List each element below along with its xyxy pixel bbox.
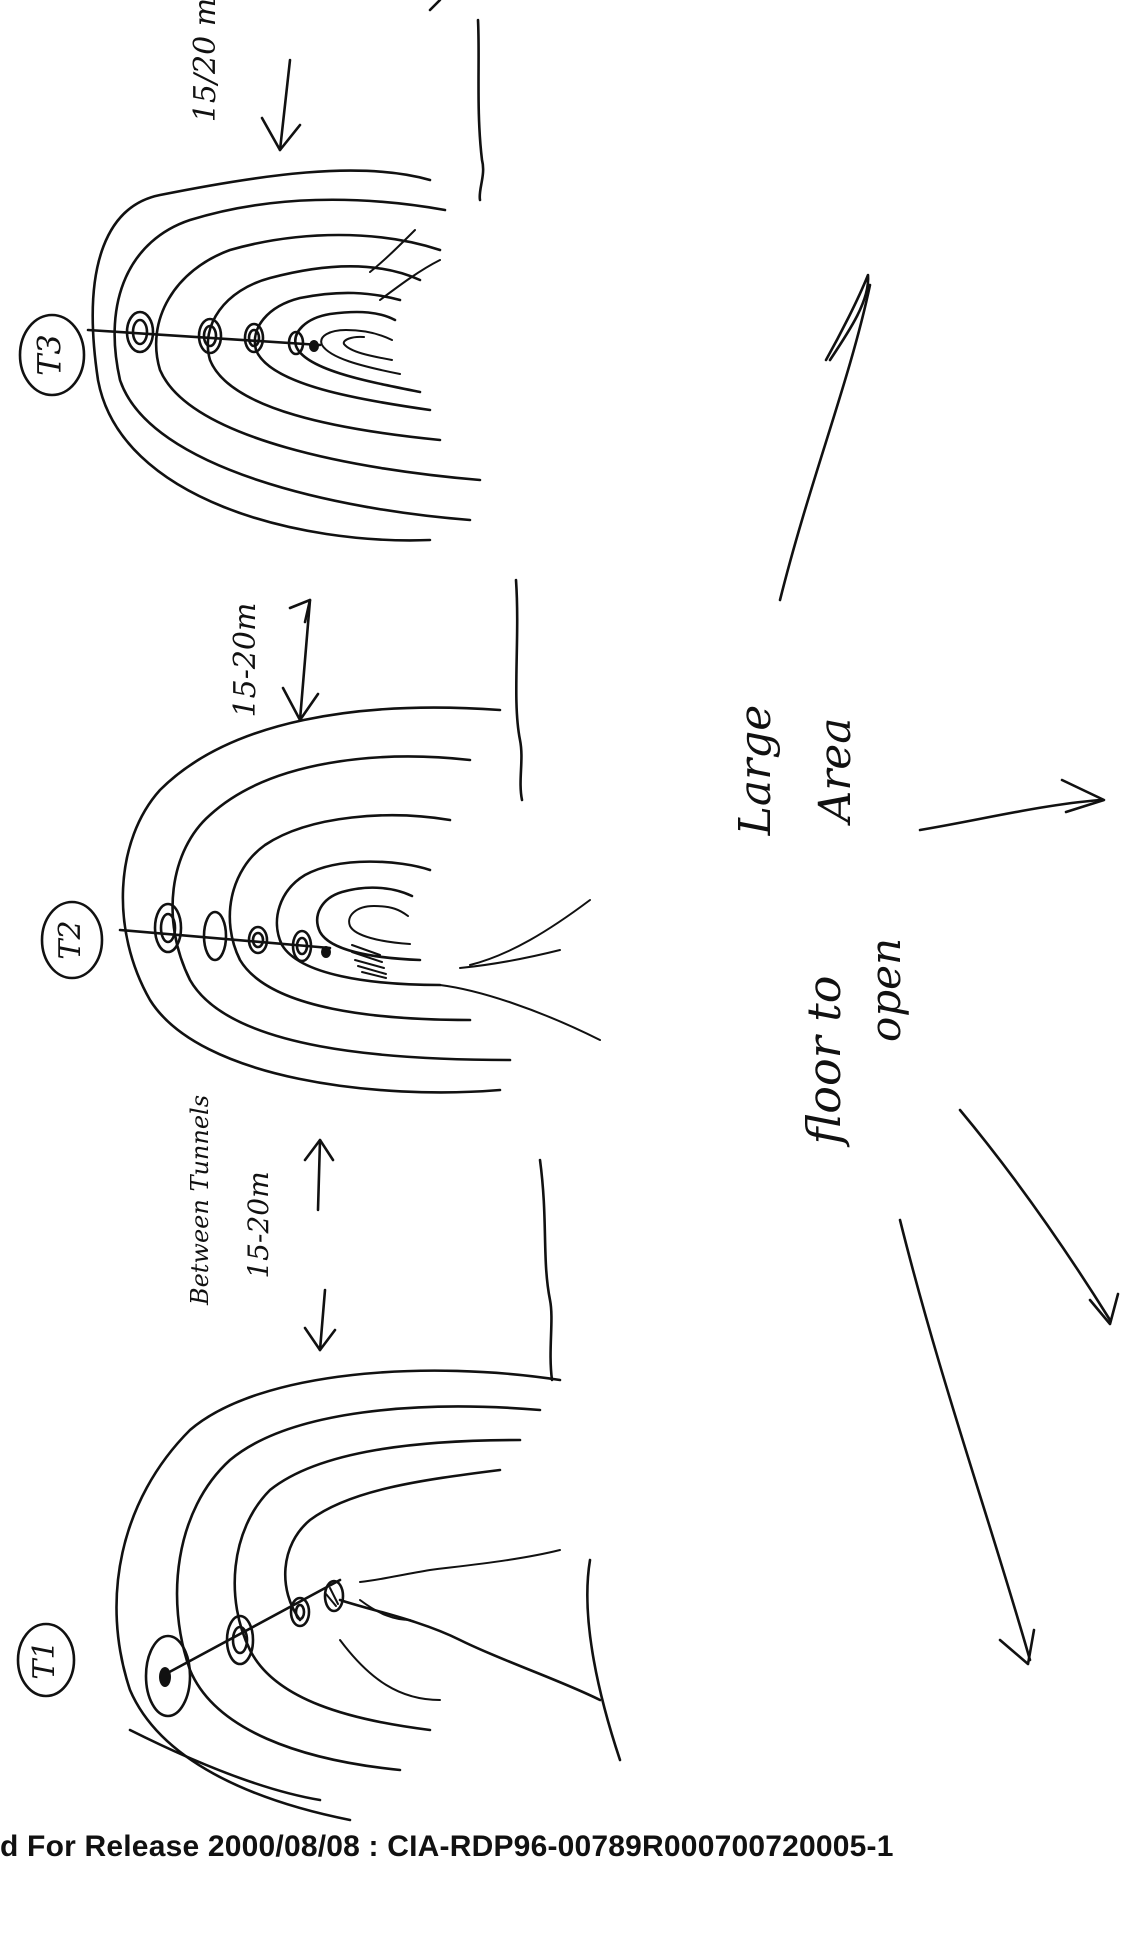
t3-label: T3: [20, 315, 84, 395]
spacing-annotation-mid: 15-20m: [228, 600, 318, 720]
tunnel-t2: [120, 708, 600, 1093]
wall-divider-2: [540, 1160, 552, 1380]
floor-text-line1: floor to: [797, 976, 851, 1148]
t2-label-text: T2: [53, 920, 88, 959]
t1-label: T1: [18, 1624, 74, 1696]
release-stamp: d For Release 2000/08/08 : CIA-RDP96-007…: [0, 1830, 1144, 1864]
t3-label-text: T3: [31, 334, 69, 376]
open-floor-annotation: floor to open Large Area: [730, 275, 1118, 1664]
spacing-annotation-top: 15/20 m: [188, 0, 300, 150]
top-edge-strokes: [430, 0, 483, 200]
large-text-line1: Large: [730, 705, 781, 837]
wall-divider-1: [516, 580, 522, 800]
spacing-low-text-1: Between Tunnels: [186, 1095, 214, 1306]
large-text-line2: Area: [810, 717, 861, 826]
floor-text-line2: open: [861, 938, 910, 1042]
spacing-mid-text: 15-20m: [228, 603, 263, 718]
tunnel-t3: [88, 171, 480, 541]
tunnel-t1: [117, 1371, 621, 1820]
t1-label-text: T1: [27, 1640, 62, 1679]
spacing-low-text-2: 15-20m: [242, 1171, 275, 1278]
spacing-top-text: 15/20 m: [188, 0, 223, 122]
t2-label: T2: [42, 902, 102, 978]
spacing-annotation-low: Between Tunnels 15-20m: [186, 1095, 335, 1350]
